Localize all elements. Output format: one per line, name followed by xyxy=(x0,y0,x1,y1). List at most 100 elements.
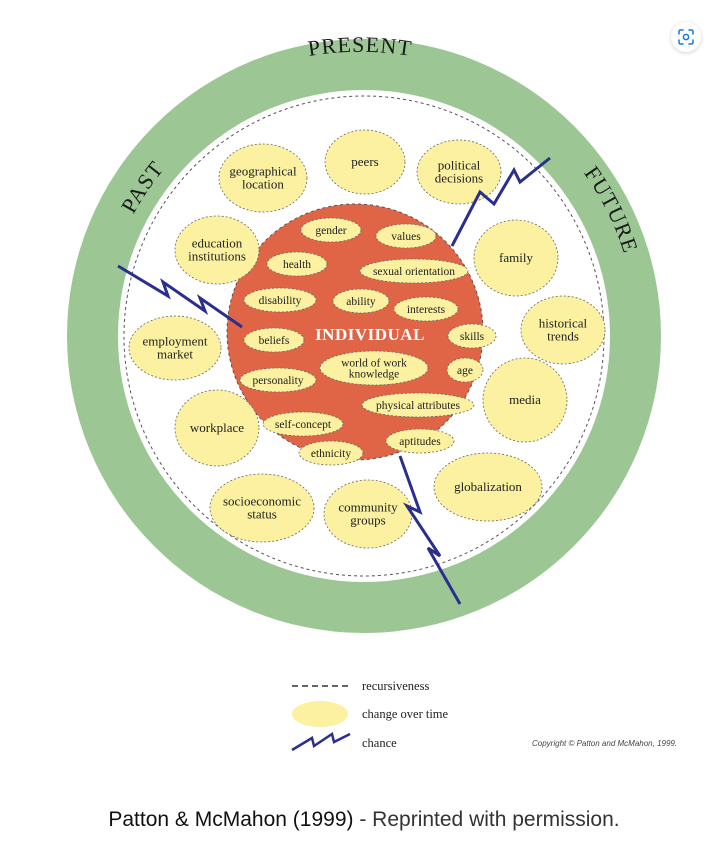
factor-globalization: globalization xyxy=(433,452,543,522)
factor-ethnicity-label: ethnicity xyxy=(311,448,351,460)
legend-recursiveness-label: recursiveness xyxy=(362,679,429,693)
factor-ability-label: ability xyxy=(346,296,376,308)
factor-world-of-work-knowledge-shape xyxy=(319,350,429,386)
factor-gender: gender xyxy=(300,217,362,243)
factor-education-institutions-label: institutions xyxy=(188,249,246,264)
factor-disability-label: disability xyxy=(259,295,302,307)
factor-beliefs: beliefs xyxy=(243,327,305,353)
chance-lightning-upper-right xyxy=(450,156,551,247)
factor-age-shape xyxy=(446,357,484,383)
factor-age: age xyxy=(446,357,484,383)
factor-interests-shape xyxy=(393,296,459,322)
factor-historical-trends-shape xyxy=(520,295,606,365)
factor-media-shape xyxy=(482,357,568,443)
factor-geographical-location-label: location xyxy=(242,177,284,192)
factor-world-of-work-knowledge-label: world of work xyxy=(341,358,407,370)
factor-interests-label: interests xyxy=(407,304,446,316)
factor-gender-shape xyxy=(300,217,362,243)
factor-family-shape xyxy=(473,219,559,297)
factor-self-concept-label: self-concept xyxy=(275,419,332,431)
factor-skills-label: skills xyxy=(460,331,485,343)
factor-interests: interests xyxy=(393,296,459,322)
factor-family-label: family xyxy=(499,250,533,265)
factor-sexual-orientation-label: sexual orientation xyxy=(373,266,455,278)
factor-workplace-shape xyxy=(174,389,260,467)
factor-community-groups-label: groups xyxy=(350,513,385,528)
lens-search-button[interactable] xyxy=(671,22,701,52)
factor-geographical-location-label: geographical xyxy=(229,164,297,179)
factor-beliefs-label: beliefs xyxy=(259,335,290,347)
factor-disability: disability xyxy=(243,287,317,313)
factor-workplace: workplace xyxy=(174,389,260,467)
factor-education-institutions-label: education xyxy=(192,236,243,251)
factor-peers-label: peers xyxy=(351,154,378,169)
factor-sexual-orientation: sexual orientation xyxy=(359,258,469,284)
figure-caption: Patton & McMahon (1999) - Reprinted with… xyxy=(0,808,728,832)
factor-personality-shape xyxy=(239,367,317,393)
factor-globalization-shape xyxy=(433,452,543,522)
factor-ethnicity: ethnicity xyxy=(298,440,364,466)
factor-political-decisions-shape xyxy=(416,139,502,205)
factor-skills-shape xyxy=(447,323,497,349)
factor-globalization-label: globalization xyxy=(454,479,522,494)
factor-socioeconomic-status-label: socioeconomic xyxy=(223,494,301,509)
factor-aptitudes: aptitudes xyxy=(385,428,455,454)
chance-lightning-bottom xyxy=(398,455,462,605)
factor-physical-attributes-shape xyxy=(361,392,475,418)
factor-health: health xyxy=(266,251,328,277)
factor-community-groups-label: community xyxy=(338,500,398,515)
factor-world-of-work-knowledge-label: knowledge xyxy=(349,369,399,381)
chance-lightning-left xyxy=(117,264,243,329)
legend-change-label: change over time xyxy=(362,707,449,721)
ring-label-present: PRESENT xyxy=(306,32,414,61)
copyright-note: Copyright © Patton and McMahon, 1999. xyxy=(532,739,677,748)
factor-employment-market-label: market xyxy=(157,347,193,362)
factor-aptitudes-shape xyxy=(385,428,455,454)
factor-personality-label: personality xyxy=(252,375,303,387)
factor-personality: personality xyxy=(239,367,317,393)
factor-historical-trends-label: trends xyxy=(547,329,579,344)
factor-age-label: age xyxy=(457,365,473,377)
factor-self-concept: self-concept xyxy=(262,411,344,437)
legend: recursiveness change over time chance xyxy=(291,679,449,752)
factor-skills: skills xyxy=(447,323,497,349)
factor-socioeconomic-status-shape xyxy=(209,473,315,543)
factor-socioeconomic-status-label: status xyxy=(247,507,277,522)
factor-media: media xyxy=(482,357,568,443)
factor-health-label: health xyxy=(283,259,311,271)
legend-chance-swatch xyxy=(291,731,351,752)
factor-political-decisions-label: decisions xyxy=(435,171,483,186)
factor-aptitudes-label: aptitudes xyxy=(399,436,441,448)
factor-employment-market-label: employment xyxy=(143,334,208,349)
legend-change-swatch xyxy=(292,701,348,727)
factor-disability-shape xyxy=(243,287,317,313)
factor-values-shape xyxy=(375,223,437,249)
factor-physical-attributes-label: physical attributes xyxy=(376,400,461,412)
factor-workplace-label: workplace xyxy=(190,420,244,435)
factor-beliefs-shape xyxy=(243,327,305,353)
factor-peers: peers xyxy=(324,129,406,195)
factor-physical-attributes: physical attributes xyxy=(361,392,475,418)
factor-education-institutions-shape xyxy=(174,215,260,285)
individual-factors: gender values health sexual orientation disa… xyxy=(239,217,497,466)
caption-permission: - Reprinted with permission. xyxy=(353,808,620,831)
factor-family: family xyxy=(473,219,559,297)
factor-values: values xyxy=(375,223,437,249)
factor-political-decisions-label: political xyxy=(438,158,481,173)
caption-citation: Patton & McMahon (1999) xyxy=(108,808,354,831)
lens-search-icon xyxy=(678,29,694,45)
factor-gender-label: gender xyxy=(315,225,346,237)
factor-values-label: values xyxy=(391,231,421,243)
factor-ability-shape xyxy=(332,288,390,314)
legend-chance-label: chance xyxy=(362,736,397,750)
factor-ability: ability xyxy=(332,288,390,314)
factor-historical-trends-label: historical xyxy=(539,316,588,331)
